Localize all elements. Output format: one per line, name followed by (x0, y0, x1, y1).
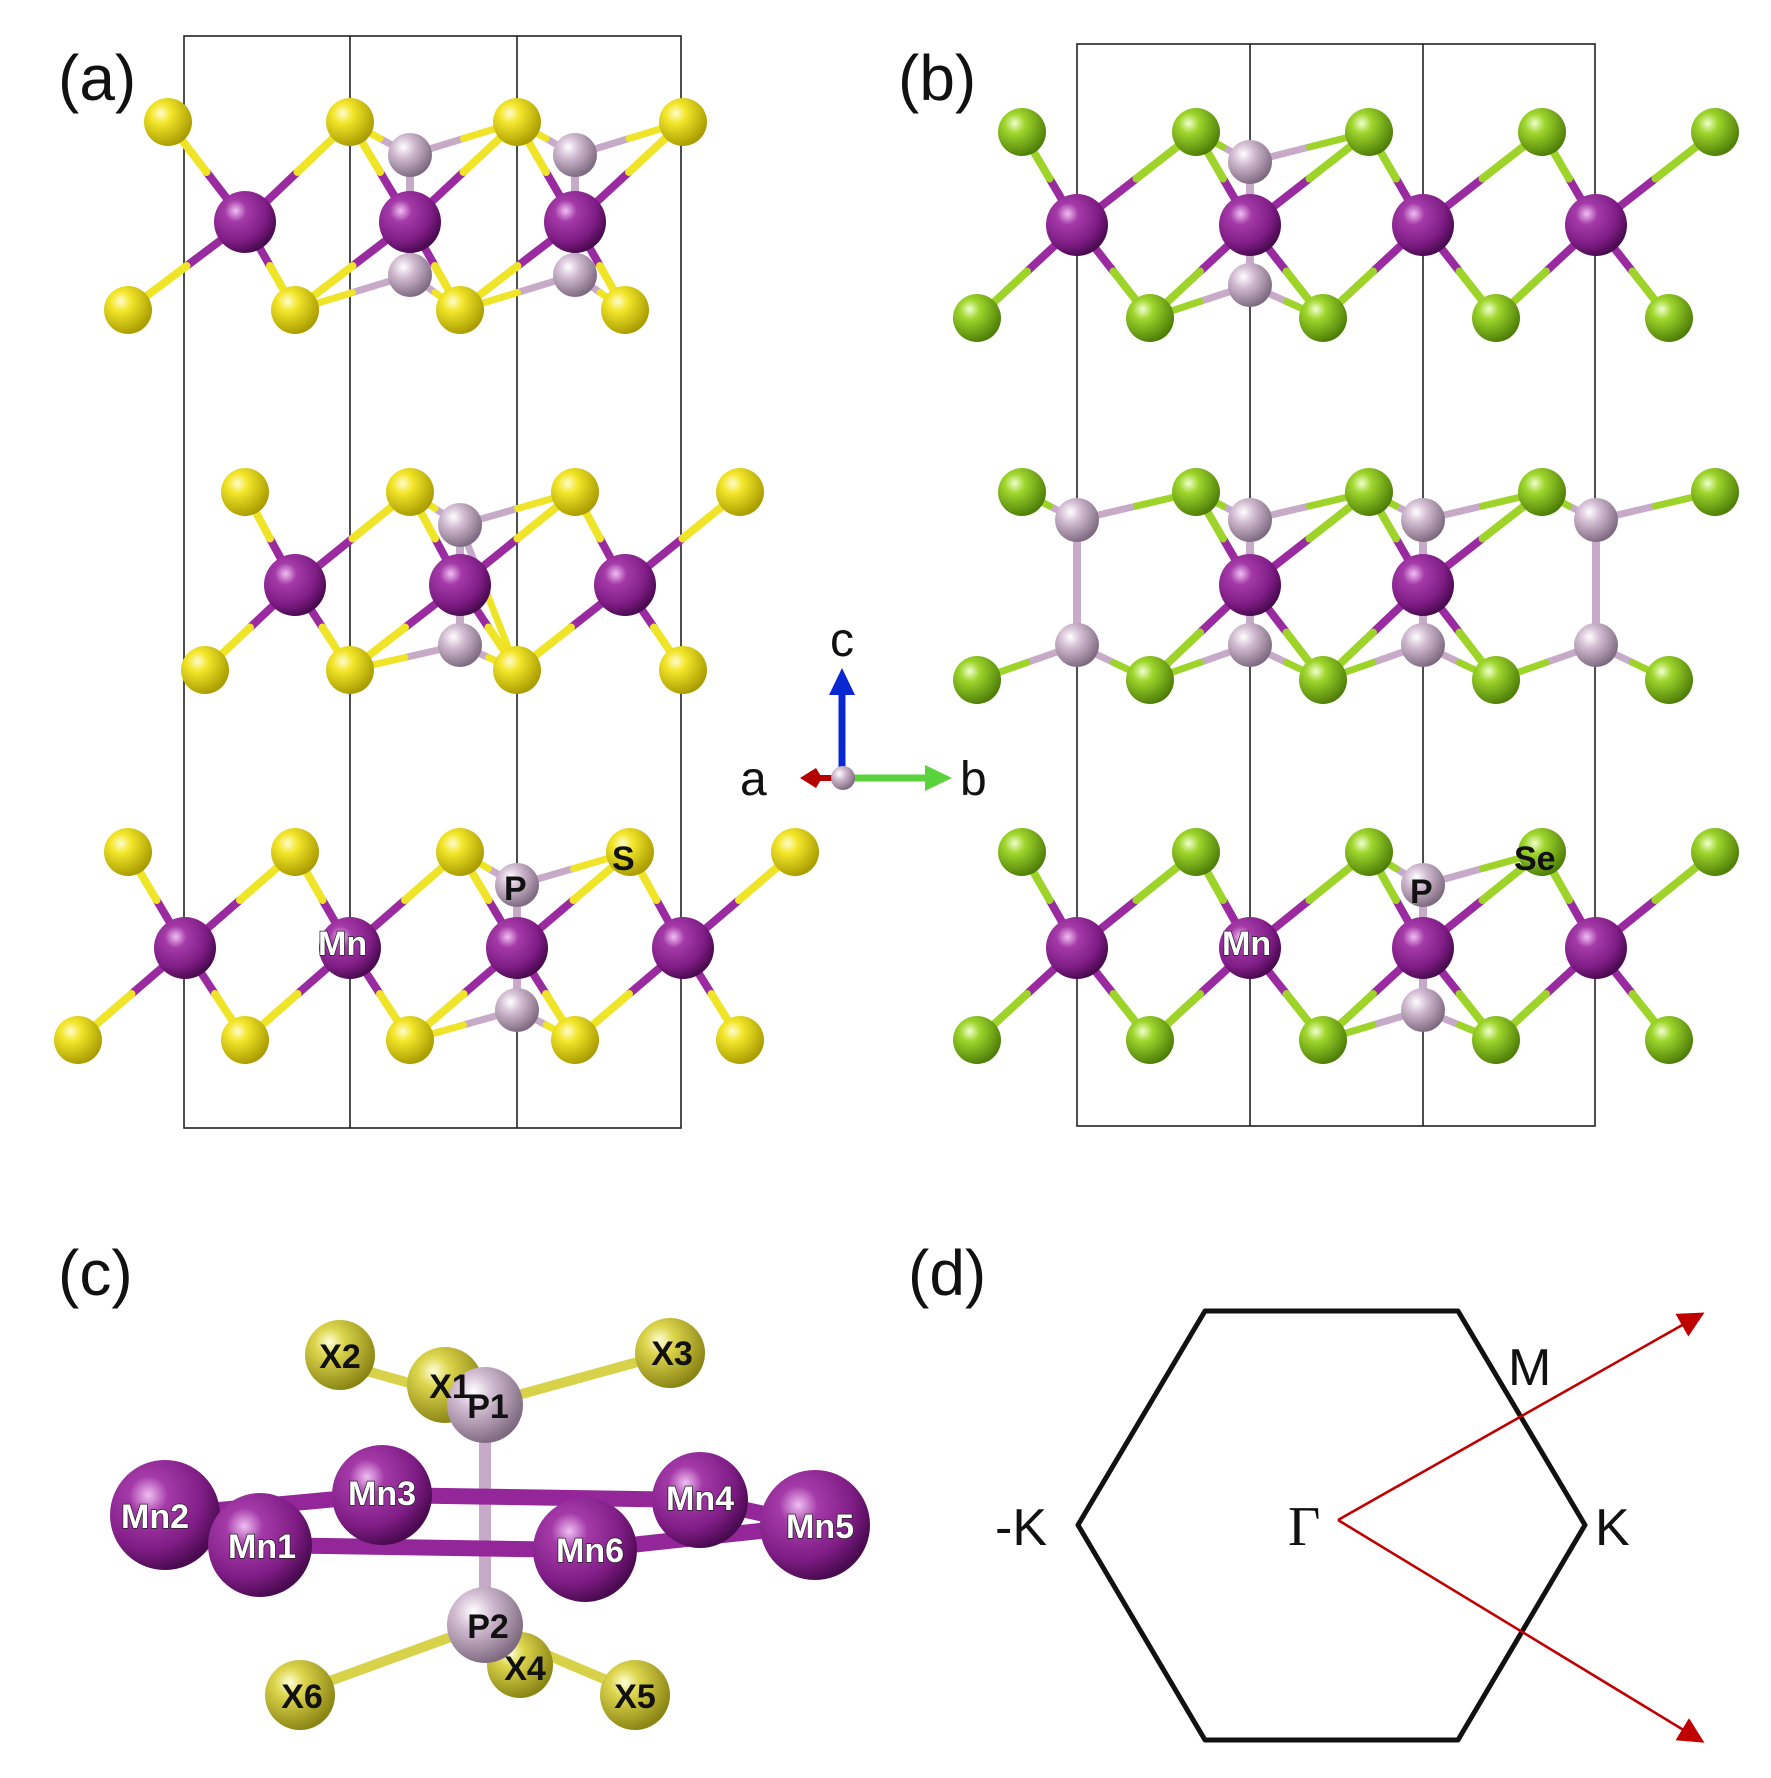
bz-label-k: K (1595, 1499, 1630, 1557)
cluster-label-mn3: Mn3 (348, 1475, 416, 1513)
atom-label-mn-b: Mn (1222, 925, 1271, 963)
cluster-label-mn6: Mn6 (556, 1532, 624, 1570)
cluster-label-x2: X2 (319, 1338, 361, 1376)
bz-label-gamma: Γ (1288, 1496, 1320, 1558)
axis-label-b: b (960, 753, 987, 806)
cluster-label-mn1: Mn1 (228, 1528, 296, 1566)
bz-label-m: M (1508, 1339, 1551, 1397)
cluster-label-mn5: Mn5 (786, 1508, 854, 1546)
atom-label-p-b: P (1410, 873, 1433, 911)
axis-label-a: a (740, 753, 767, 806)
unit-cell-b (1076, 43, 1596, 1127)
crystal-structure-b (953, 108, 1739, 1064)
axis-label-c: c (830, 614, 854, 667)
cluster-label-mn4: Mn4 (666, 1480, 734, 1518)
bz-hexagon (1075, 1308, 1588, 1743)
brillouin-zone-d: Γ M K -K (995, 1308, 1705, 1743)
bz-arrow-down (1337, 1518, 1705, 1743)
cluster-label-x4: X4 (504, 1650, 546, 1688)
cluster-label-x3: X3 (651, 1335, 693, 1373)
crystal-structure-a (54, 98, 819, 1064)
cluster-label-x6: X6 (281, 1678, 323, 1716)
bz-label-minus-k: -K (995, 1499, 1047, 1557)
bz-arrow-up (1337, 1312, 1705, 1522)
atom-label-mn-a: Mn (318, 925, 367, 963)
cluster-label-x5: X5 (614, 1678, 656, 1716)
cluster-label-p2: P2 (467, 1608, 509, 1646)
cluster-label-p1: P1 (467, 1388, 509, 1426)
cluster-label-x1: X1 (429, 1368, 471, 1406)
panel-label-c: (c) (58, 1237, 133, 1309)
panel-label-a: (a) (58, 42, 136, 114)
atom-label-x-b: Se (1514, 840, 1556, 878)
axis-indicator: c b a (740, 614, 987, 806)
panel-label-b: (b) (898, 42, 976, 114)
atom-label-x-a: S (612, 840, 635, 878)
cluster-label-mn2: Mn2 (121, 1498, 189, 1536)
atom-label-p-a: P (504, 870, 527, 908)
panel-label-d: (d) (908, 1237, 986, 1309)
